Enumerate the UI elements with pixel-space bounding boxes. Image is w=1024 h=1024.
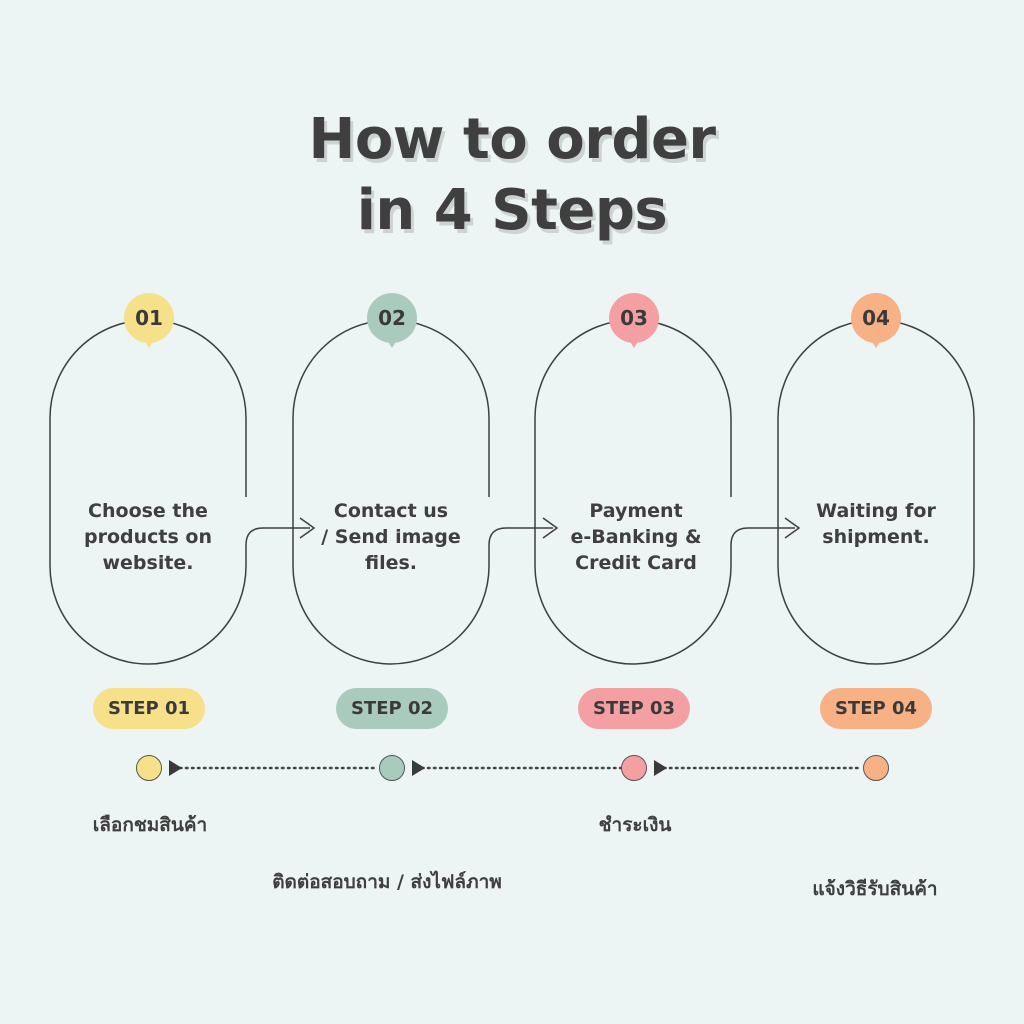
step-1-pill: STEP 01 — [93, 688, 205, 729]
timeline-play-triangle-icon-2 — [412, 760, 425, 776]
step-1-description: Choose the products on website. — [84, 500, 212, 574]
step-3-arrow-icon — [784, 517, 801, 539]
title-line-2: in 4 Steps — [356, 178, 668, 243]
step-3-thai-label: ชำระเงิน — [598, 814, 672, 836]
step-3-description: Payment e-Banking & Credit Card — [570, 500, 702, 574]
timeline-dot-3 — [621, 755, 647, 781]
timeline-play-triangle-icon-3 — [654, 760, 667, 776]
step-1-arrow-icon — [299, 517, 316, 539]
step-2-arrow-icon — [542, 517, 559, 539]
step-3-card-outline — [534, 319, 795, 665]
step-4-pill: STEP 04 — [820, 688, 932, 729]
step-4-number-badge: 04 — [851, 293, 901, 348]
step-2-number-badge: 02 — [367, 293, 417, 348]
title-line-1: How to order — [308, 107, 716, 172]
step-1-thai-label: เลือกชมสินค้า — [92, 814, 208, 836]
step-4-card-outline — [777, 319, 975, 665]
step-2-card-outline — [292, 319, 553, 665]
step-2-thai-label: ติดต่อสอบถาม / ส่งไฟล์ภาพ — [272, 871, 502, 893]
step-1-card-outline — [49, 319, 310, 665]
step-3-pill: STEP 03 — [578, 688, 690, 729]
step-3-number-badge: 03 — [609, 293, 659, 348]
step-4-description: Waiting for shipment. — [816, 500, 936, 548]
step-2-description: Contact us / Send image files. — [321, 500, 461, 574]
step-4-thai-label: แจ้งวิธีรับสินค้า — [812, 878, 938, 900]
timeline-dot-1 — [136, 755, 162, 781]
step-2-pill: STEP 02 — [336, 688, 448, 729]
timeline-dot-2 — [379, 755, 405, 781]
timeline-play-triangle-icon-1 — [169, 760, 182, 776]
step-1-number-badge: 01 — [124, 293, 174, 348]
timeline-dot-4 — [863, 755, 889, 781]
